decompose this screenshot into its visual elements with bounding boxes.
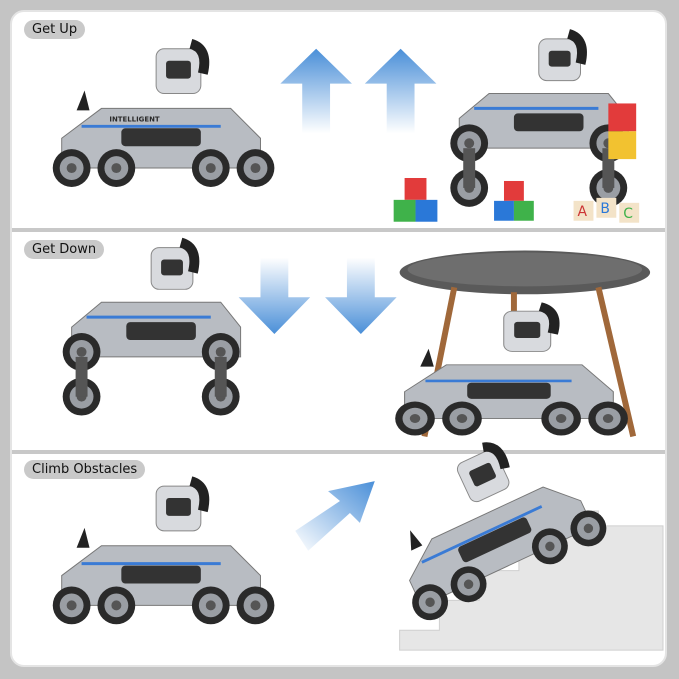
robot-dog-standing bbox=[63, 243, 241, 416]
block-letter: C bbox=[623, 206, 633, 222]
robot-dog-low bbox=[53, 44, 275, 187]
section-label-climb-obstacles: Climb Obstacles bbox=[24, 460, 146, 479]
illustrations: INTELLIGENT A B C bbox=[12, 12, 664, 651]
divider bbox=[12, 228, 665, 232]
block-letter: B bbox=[600, 201, 610, 217]
robot-logo-text: INTELLIGENT bbox=[109, 115, 160, 123]
arrow-down-icon bbox=[325, 257, 397, 335]
arrow-up-icon bbox=[280, 48, 352, 134]
block-letter: A bbox=[578, 204, 588, 220]
toy-blocks: A B C bbox=[393, 103, 640, 223]
product-feature-card: Get Up Get Down Climb Obstacles bbox=[10, 10, 667, 667]
robot-dog-low bbox=[53, 481, 275, 624]
section-label-get-up: Get Up bbox=[24, 20, 86, 39]
arrow-up-icon bbox=[364, 48, 437, 134]
robot-dog-standing bbox=[450, 34, 628, 207]
section-label-get-down: Get Down bbox=[24, 240, 105, 259]
arrow-down-icon bbox=[238, 257, 311, 335]
divider bbox=[12, 450, 665, 454]
arrow-diagonal-icon bbox=[295, 481, 375, 551]
robot-dog-low bbox=[395, 307, 628, 436]
